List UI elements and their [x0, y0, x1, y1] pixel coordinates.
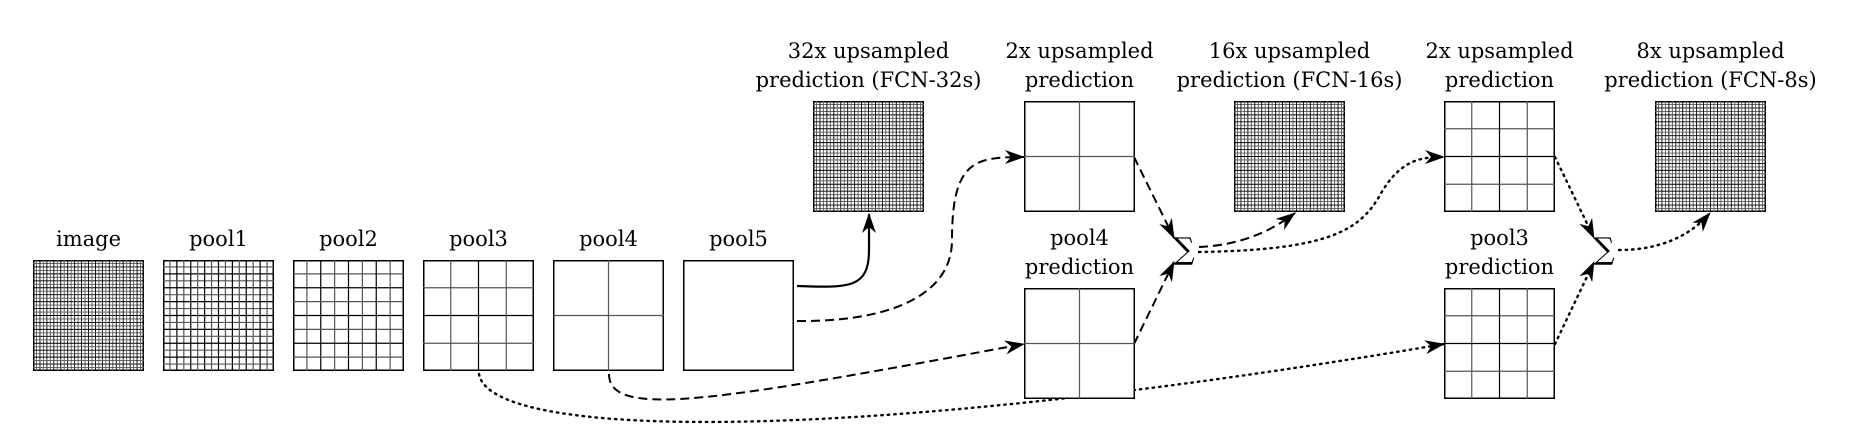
pool4pred-label: prediction	[1024, 255, 1135, 279]
up2a-label: 2x upsampled	[1005, 39, 1154, 63]
image-label: image	[55, 227, 122, 251]
sum1-sum-icon: ∑	[1173, 232, 1195, 267]
pool3pred-to-sum2-arrow	[1553, 260, 1596, 346]
pool2-feature-map	[293, 260, 404, 371]
pool3-feature-map	[423, 260, 534, 371]
up2a-feature-map	[1024, 101, 1135, 212]
pool4-feature-map	[553, 260, 664, 371]
pool3pred-label: prediction	[1444, 255, 1555, 279]
pool4-to-pool4pred-arrow	[608, 340, 1025, 401]
fcn8-label: prediction (FCN-8s)	[1604, 68, 1817, 92]
pool5-to-up2a-arrow	[796, 150, 1025, 323]
fcn32-label: prediction (FCN-32s)	[755, 68, 982, 92]
pool4pred-feature-map	[1024, 288, 1135, 399]
pool4pred-label: pool4	[1050, 226, 1109, 250]
fcn8-label: 8x upsampled	[1636, 39, 1785, 63]
up2b-label: prediction	[1444, 68, 1555, 92]
up2b-feature-map	[1444, 101, 1555, 212]
fcn16-feature-map	[1234, 101, 1345, 212]
pool1-label: pool1	[189, 227, 248, 251]
pool1-feature-map	[163, 260, 274, 371]
pool5-feature-map	[683, 260, 794, 371]
up2a-label: prediction	[1024, 68, 1135, 92]
up2a-to-sum1-arrow	[1133, 156, 1175, 239]
pool3pred-feature-map	[1444, 288, 1555, 399]
fcn16-label: prediction (FCN-16s)	[1176, 68, 1403, 92]
up2b-to-sum2-arrow	[1553, 155, 1596, 240]
fcn16-label: 16x upsampled	[1208, 39, 1371, 63]
pool5-to-fcn32-arrow	[796, 213, 876, 288]
image-feature-map	[33, 260, 144, 371]
pool3pred-label: pool3	[1470, 226, 1529, 250]
pool5-label: pool5	[709, 227, 768, 251]
pool2-label: pool2	[319, 227, 378, 251]
pool4-label: pool4	[579, 227, 638, 251]
fcn8-feature-map	[1655, 101, 1766, 212]
up2b-label: 2x upsampled	[1425, 39, 1574, 63]
sum2-sum-icon: ∑	[1593, 232, 1615, 267]
sum2-to-fcn8-arrow	[1617, 211, 1712, 252]
pool3-label: pool3	[449, 227, 508, 251]
pool3-to-pool3pred-arrow	[477, 340, 1446, 424]
fcn32-feature-map	[813, 101, 924, 212]
pool4pred-to-sum1-arrow	[1133, 261, 1175, 345]
sum1-to-fcn16-arrow	[1198, 212, 1296, 248]
fcn32-label: 32x upsampled	[787, 39, 950, 63]
